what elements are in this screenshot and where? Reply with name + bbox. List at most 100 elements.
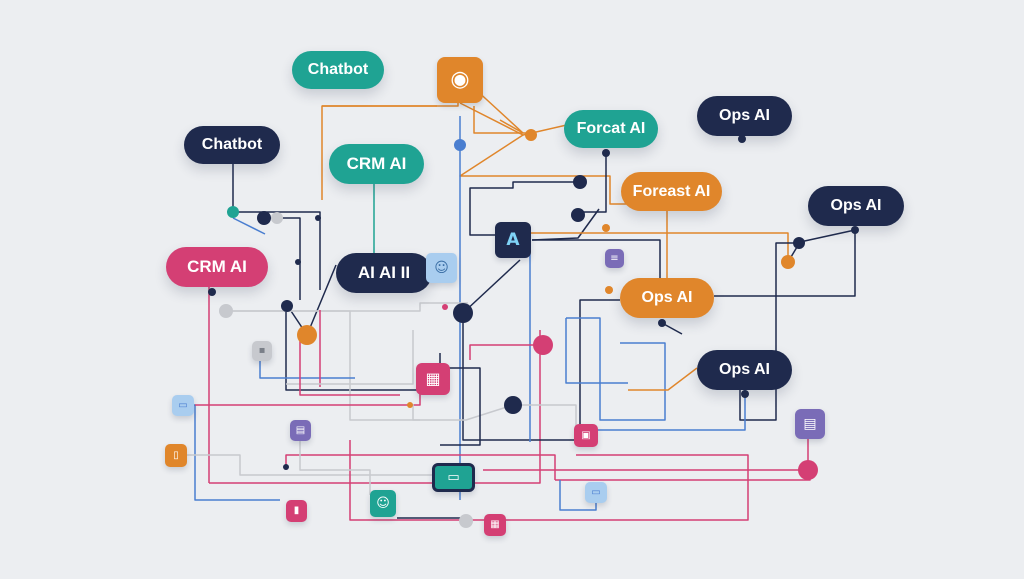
connection-dot	[851, 226, 859, 234]
connection-line	[578, 153, 607, 213]
connection-line	[469, 181, 580, 236]
lock-glyph: ▣	[581, 429, 591, 441]
robot-face-glyph: ◉	[450, 67, 470, 92]
crm-ai-node-center[interactable]: CRM AI	[329, 144, 424, 184]
connection-dot	[219, 304, 233, 318]
chatbot-node-top[interactable]: Chatbot	[292, 51, 384, 89]
connection-line	[499, 119, 524, 134]
ops-ai-node-top[interactable]: Ops AI	[697, 96, 792, 136]
connection-dot	[227, 206, 239, 218]
chat-bubble-glyph: ☺	[434, 260, 449, 276]
ops-ai-node-lower[interactable]: Ops AI	[697, 350, 792, 390]
file-icon[interactable]: ▮	[286, 500, 307, 522]
grid-icon[interactable]: ▦	[416, 363, 450, 395]
connection-dot	[533, 335, 553, 355]
server-icon[interactable]: ▤	[795, 409, 825, 439]
connection-dot	[257, 211, 271, 225]
monitor-icon[interactable]: ▭	[432, 463, 475, 492]
doc-icon[interactable]: ▯	[165, 444, 187, 467]
connection-line	[473, 106, 530, 134]
connection-line	[299, 430, 371, 495]
connection-dot	[525, 129, 537, 141]
image-glyph: ▪	[258, 345, 266, 356]
connection-line	[209, 330, 541, 484]
card-glyph: ▤	[295, 424, 306, 436]
connection-dot	[658, 319, 666, 327]
connection-line	[232, 217, 266, 235]
connection-dot	[315, 215, 321, 221]
box-glyph: ▦	[490, 519, 500, 530]
connection-line	[530, 232, 789, 262]
connection-dot	[281, 300, 293, 312]
connection-dot	[793, 237, 805, 249]
connection-dot	[295, 259, 301, 265]
connection-line	[598, 390, 746, 431]
chatbot-node-left[interactable]: Chatbot	[184, 126, 280, 164]
box-icon[interactable]: ▦	[484, 514, 506, 536]
node-label: Chatbot	[201, 136, 263, 153]
node-label: Chatbot	[307, 61, 369, 78]
connection-line	[565, 318, 628, 384]
connection-dot	[798, 460, 818, 480]
connection-dot	[738, 135, 746, 143]
connection-line	[459, 134, 668, 290]
connection-dot	[407, 402, 413, 408]
connection-dot	[602, 224, 610, 232]
connection-line	[566, 317, 666, 421]
ai-aii-node[interactable]: AI AI II	[336, 253, 432, 293]
node-label: Foreast AI	[632, 182, 711, 200]
list-icon[interactable]: ≡	[605, 249, 624, 268]
connection-line	[435, 367, 481, 446]
forcat-ai-node[interactable]: Forcat AI	[564, 110, 658, 148]
grid-glyph: ▦	[425, 369, 441, 388]
connection-dot	[602, 149, 610, 157]
chat-small-icon[interactable]: ▭	[585, 482, 607, 503]
node-label: CRM AI	[346, 154, 407, 173]
connection-line	[412, 404, 514, 421]
connection-dot	[208, 288, 216, 296]
card-icon[interactable]: ▤	[290, 420, 311, 441]
message-glyph: ▭	[178, 399, 188, 411]
connection-line	[469, 344, 544, 360]
connection-dot	[297, 325, 317, 345]
connection-dot	[442, 304, 448, 310]
person-icon[interactable]: ☺	[370, 490, 396, 517]
connection-dot	[504, 396, 522, 414]
connection-dot	[573, 175, 587, 189]
doc-glyph: ▯	[173, 449, 179, 461]
connection-dot	[283, 464, 289, 470]
connection-dot	[571, 208, 585, 222]
robot-face-icon[interactable]: ◉	[437, 57, 483, 103]
connection-line	[286, 330, 414, 385]
message-icon[interactable]: ▭	[172, 395, 194, 416]
ops-ai-node-orange[interactable]: Ops AI	[620, 278, 714, 318]
chat-small-glyph: ▭	[591, 486, 601, 498]
connection-line	[739, 242, 800, 421]
connection-line	[349, 440, 484, 521]
list-glyph: ≡	[610, 252, 619, 264]
lock-icon[interactable]: ▣	[574, 424, 598, 447]
connection-line	[462, 259, 521, 314]
connection-dot	[454, 139, 466, 151]
person-glyph: ☺	[376, 496, 390, 511]
connection-dot	[459, 514, 473, 528]
chat-bubble-icon[interactable]: ☺	[426, 253, 457, 283]
node-label: CRM AI	[187, 257, 247, 276]
node-label: Ops AI	[719, 361, 770, 378]
connection-dot	[271, 212, 283, 224]
node-label: Forcat AI	[576, 120, 646, 137]
crm-ai-node-left[interactable]: CRM AI	[166, 247, 268, 287]
forecast-ai-node[interactable]: Foreast AI	[621, 172, 722, 211]
node-label: Ops AI	[830, 197, 882, 214]
ops-ai-node-right[interactable]: Ops AI	[808, 186, 904, 226]
connection-line	[299, 333, 400, 396]
node-label: Ops AI	[719, 107, 770, 124]
connection-line	[714, 230, 856, 297]
server-glyph: ▤	[803, 416, 817, 432]
connection-dot	[781, 255, 795, 269]
connection-line	[176, 454, 432, 476]
node-label: AI AI II	[357, 263, 411, 282]
a-logo-icon[interactable]: A	[495, 222, 531, 258]
image-icon[interactable]: ▪	[252, 341, 272, 361]
